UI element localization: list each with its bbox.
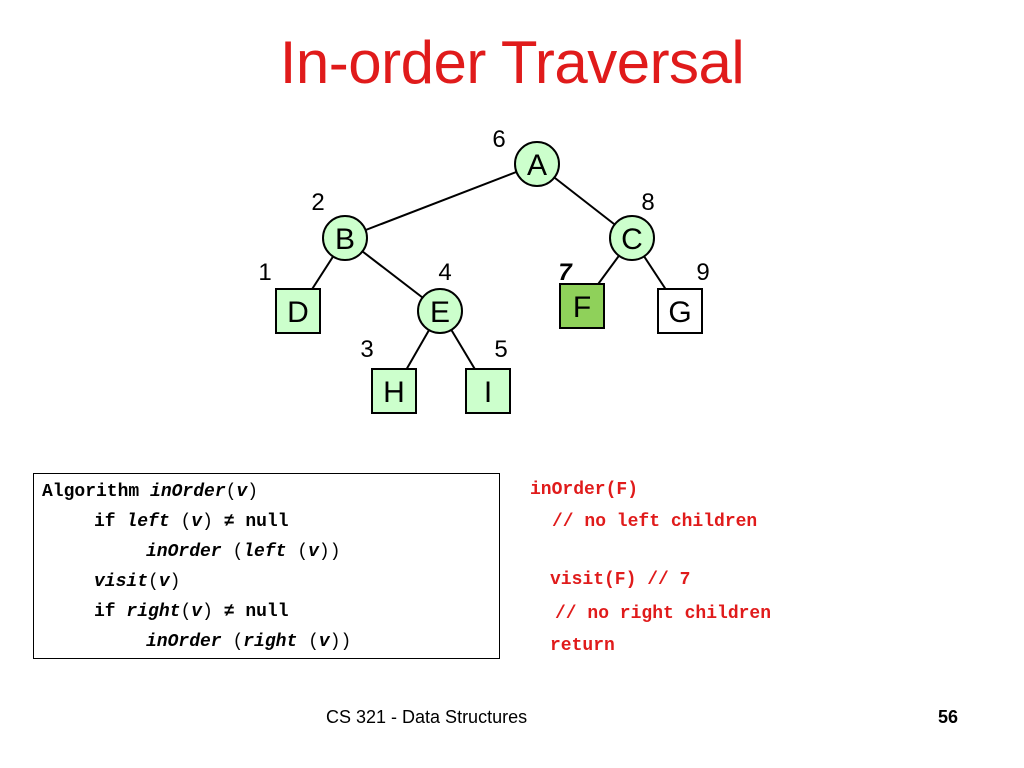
trace-visit: visit(F) // 7 [550,570,691,590]
tree-node-b [322,215,368,261]
visit-order-c: 8 [641,189,654,216]
tree-node-f [559,283,605,329]
tree-node-i [465,368,511,414]
trace-call: inOrder(F) [530,480,639,500]
visit-order-f: 7 [558,259,573,286]
visit-order-h: 3 [360,336,373,363]
tree-node-h [371,368,417,414]
algorithm-line-2: if left (v) ≠ null [94,512,289,532]
visit-order-b: 2 [311,189,324,216]
visit-order-i: 5 [494,336,507,363]
tree-node-label-b: B [335,223,355,256]
tree-node-label-i: I [484,376,492,409]
algorithm-line-5: if right(v) ≠ null [94,602,289,622]
tree-node-label-e: E [430,296,450,329]
tree-node-label-g: G [668,296,691,329]
tree-node-label-a: A [527,149,547,182]
tree-node-label-f: F [573,291,591,324]
trace-return: return [550,636,615,656]
algorithm-box: Algorithm inOrder(v) if left (v) ≠ null … [33,473,500,659]
slide-title: In-order Traversal [279,29,745,96]
visit-order-g: 9 [696,259,709,286]
visit-order-a: 6 [492,126,505,153]
tree-node-d [275,288,321,334]
algorithm-line-6: inOrder (right (v)) [146,632,352,652]
tree-node-g [657,288,703,334]
tree-node-label-d: D [287,296,309,329]
tree-edge-a-b [344,163,538,239]
page-number: 56 [938,707,959,727]
trace-no-left-children: // no left children [552,512,758,532]
visit-order-d: 1 [258,259,271,286]
trace-no-right-children: // no right children [555,604,772,624]
tree-node-c [609,215,655,261]
algorithm-line-4: visit(v) [94,572,181,592]
visit-order-e: 4 [438,259,451,286]
tree-node-label-c: C [621,223,643,256]
tree-node-a [514,141,560,187]
tree-node-e [417,288,463,334]
algorithm-line-1: Algorithm inOrder(v) [42,482,259,502]
algorithm-line-3: inOrder (left (v)) [146,542,341,562]
footer-course: CS 321 - Data Structures [326,707,528,727]
tree-node-label-h: H [383,376,405,409]
